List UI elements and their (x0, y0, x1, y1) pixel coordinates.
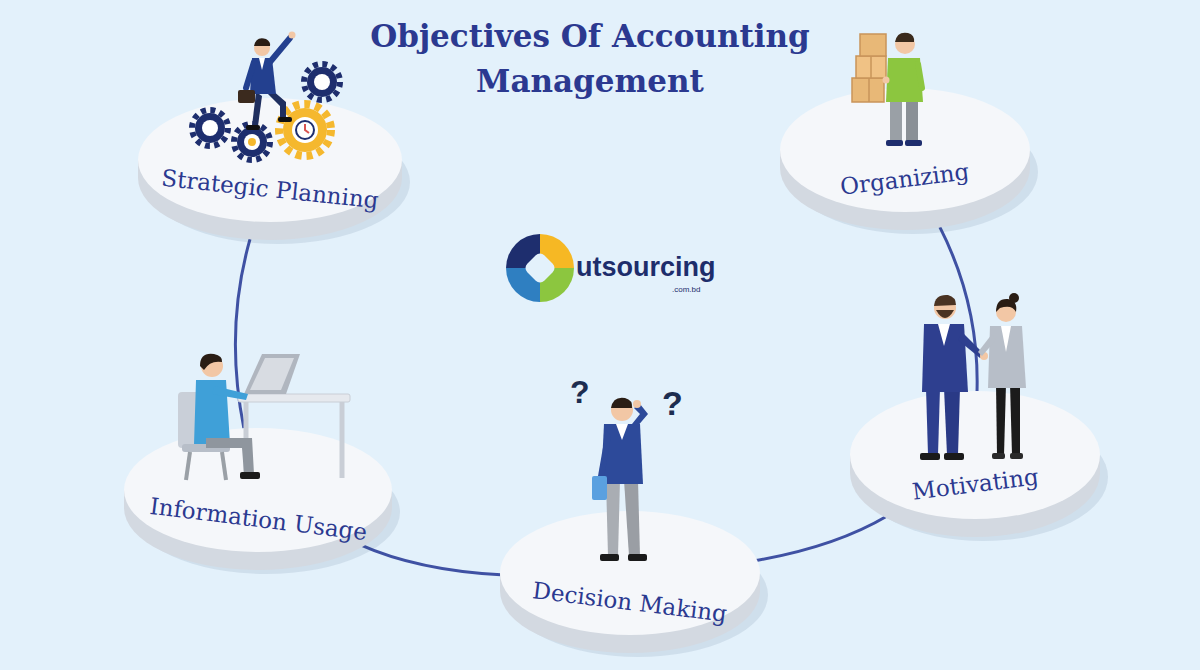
disc-label: Strategic Planning (138, 176, 402, 204)
disc-label: Information Usage (124, 506, 392, 534)
connector-line (235, 239, 250, 428)
disc-platform: Strategic Planning (138, 98, 402, 240)
logo-mark (506, 234, 574, 302)
disc-platform: Information Usage (124, 428, 392, 570)
connector-line (754, 516, 887, 561)
disc-platform: Organizing (780, 88, 1030, 230)
question-mark: ? (662, 384, 683, 423)
connector-line (940, 227, 977, 391)
disc-platform: Decision Making (500, 511, 760, 653)
logo-domain: .com.bd (672, 285, 700, 294)
disc-label: Motivating (850, 471, 1100, 499)
logo-text: utsourcing (576, 252, 716, 283)
disc-label: Decision Making (500, 589, 760, 617)
disc-platform: Motivating (850, 391, 1100, 537)
disc-shape (780, 88, 1030, 230)
connector-line (360, 545, 500, 575)
diagram-title: Objectives Of Accounting Management (290, 14, 890, 104)
disc-label: Organizing (780, 166, 1030, 194)
disc-shape (850, 391, 1100, 537)
question-mark: ? (570, 374, 590, 411)
